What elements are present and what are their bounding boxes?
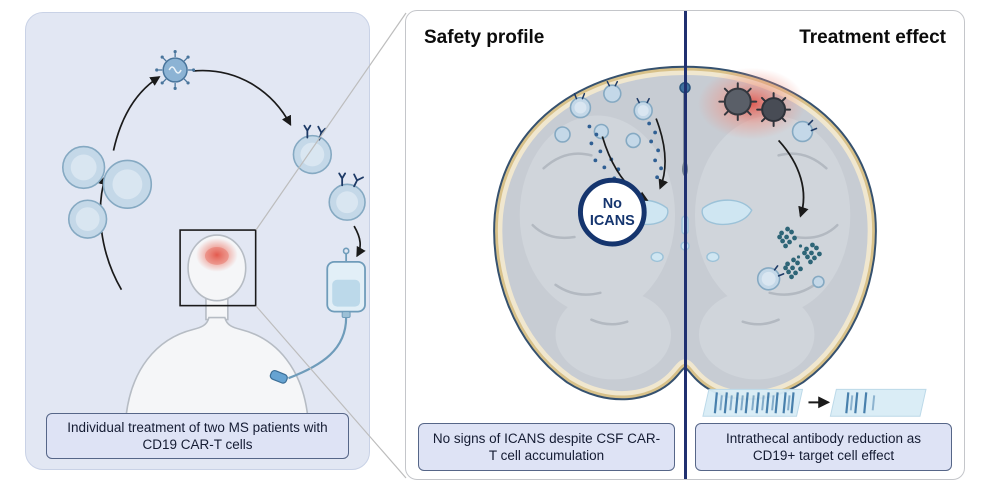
caption-treatment-text: Intrathecal antibody reduction as CD19+ … (725, 430, 922, 463)
treatment-effect-title: Treatment effect (799, 27, 946, 48)
panel-divider (683, 11, 687, 479)
patient-figure (124, 234, 310, 424)
caption-treatment: Intrathecal antibody reduction as CD19+ … (695, 423, 952, 471)
iv-bag-icon (326, 247, 366, 319)
no-icans-line2: ICANS (590, 213, 635, 229)
csf-car-t-cells (554, 80, 653, 149)
treatment-cycle-illustration (61, 50, 366, 424)
virus-icon (155, 50, 196, 90)
caption-safety-text: No signs of ICANS despite CSF CAR-T cell… (432, 430, 661, 463)
patient-t-cells (61, 145, 153, 239)
caption-left-text: Individual treatment of two MS patients … (67, 419, 328, 452)
treatment-arrow (777, 139, 809, 218)
head-target-frame (179, 229, 257, 307)
car-t-cells (292, 124, 366, 221)
brain-detail-panel: Safety profile Treatment effect (405, 10, 965, 480)
inflammation-glow (196, 238, 238, 272)
safety-profile-title: Safety profile (424, 27, 545, 48)
no-icans-badge: No ICANS (577, 177, 647, 247)
infusion-line (269, 317, 348, 384)
target-cell-clusters (777, 226, 822, 280)
caption-safety: No signs of ICANS despite CSF CAR-T cell… (418, 423, 675, 471)
caption-left-panel: Individual treatment of two MS patients … (46, 413, 349, 459)
target-b-cells (756, 265, 825, 291)
no-icans-line1: No (603, 196, 622, 212)
antibody-gel-bands (702, 388, 927, 417)
red-inflammation-glow (697, 67, 806, 140)
brain-gyri (531, 152, 839, 326)
car-receptor-icon (573, 80, 650, 104)
treatment-cycle-panel: Individual treatment of two MS patients … (25, 12, 370, 470)
inflamed-car-t-cells (718, 82, 818, 143)
